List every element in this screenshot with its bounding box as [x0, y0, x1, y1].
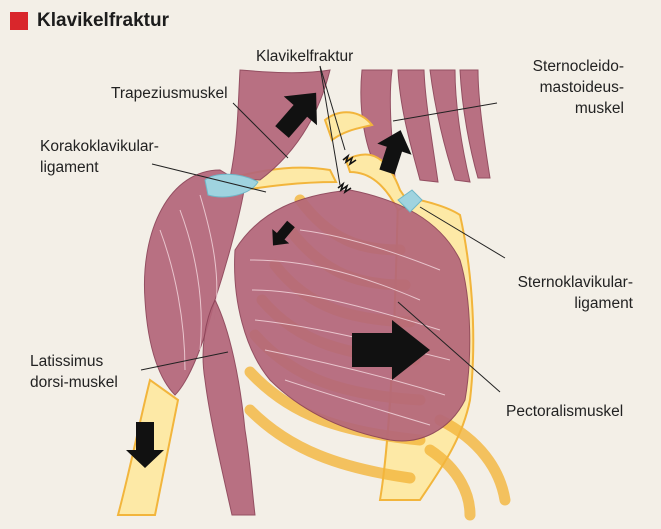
label-latissimus: Latissimus dorsi-muskel [30, 351, 118, 393]
label-pectoralis: Pectoralismuskel [506, 401, 623, 422]
label-klavikelfraktur: Klavikelfraktur [256, 46, 353, 67]
label-korakoklavikular: Korakoklavikular- ligament [40, 136, 159, 178]
fracture-marks [338, 156, 356, 192]
label-sternocleidomastoideus: Sternocleido- mastoideus- muskel [533, 56, 624, 119]
pectoralis-muscle [235, 190, 470, 441]
label-trapezius: Trapeziusmuskel [111, 83, 228, 104]
label-sternoklavikular: Sternoklavikular- ligament [518, 272, 633, 314]
